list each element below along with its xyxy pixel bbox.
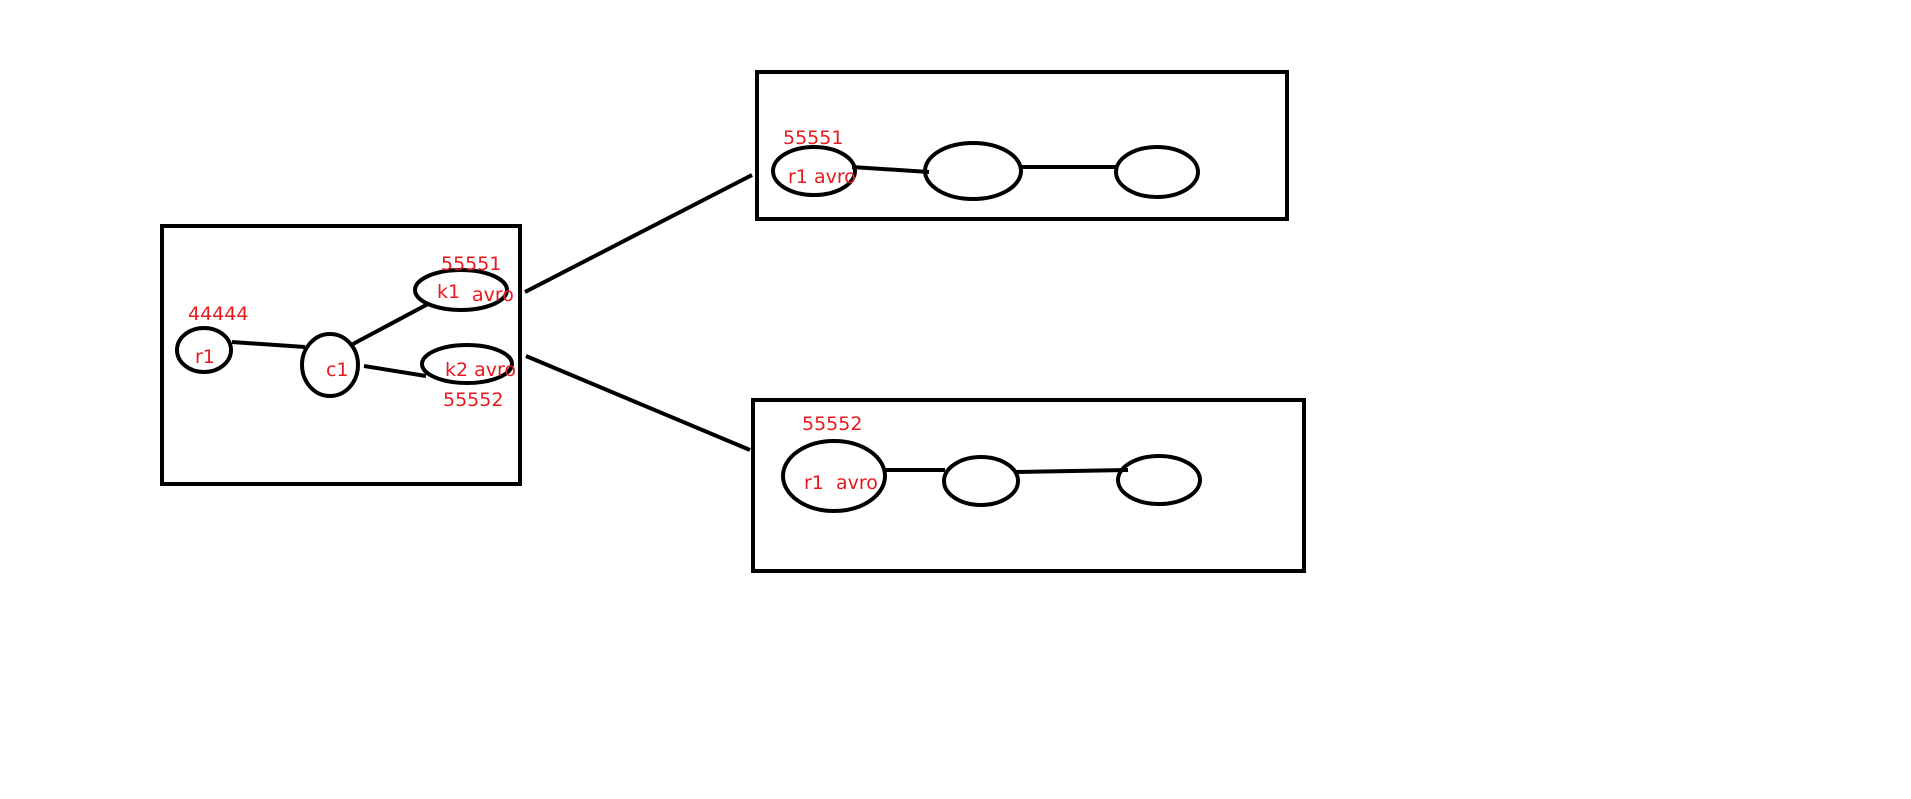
k1-name-label: k1	[437, 281, 460, 303]
k2-name-label: k2 avro	[445, 359, 516, 381]
bottom-agent-box	[751, 398, 1306, 573]
top-source-port-label: 55551	[783, 127, 843, 149]
left-agent-box	[160, 224, 522, 486]
top-edge-1	[851, 165, 930, 174]
connector-to-top-box	[524, 173, 753, 294]
edge-c1-k2	[363, 364, 427, 378]
k1-port-label: 55551	[441, 253, 501, 275]
top-source-name-label: r1 avro	[788, 166, 856, 188]
bottom-edge-2	[1015, 468, 1129, 474]
c1-name-label: c1	[326, 359, 349, 381]
top-node-channel	[923, 141, 1023, 201]
top-node-sink	[1114, 145, 1200, 199]
k2-port-label: 55552	[443, 389, 503, 411]
r1-name-label: r1	[195, 346, 215, 368]
edge-r1-c1	[231, 340, 306, 349]
bottom-node-sink	[1116, 454, 1202, 506]
node-k2	[420, 343, 514, 385]
top-node-source	[771, 145, 857, 197]
node-c1	[300, 332, 360, 398]
bottom-source-name-label: r1 avro	[804, 472, 878, 494]
node-k1	[413, 268, 509, 312]
edge-c1-k1	[352, 302, 429, 346]
bottom-node-channel	[942, 455, 1020, 507]
top-agent-box	[755, 70, 1289, 221]
r1-port-label: 44444	[188, 303, 248, 325]
connector-to-bottom-box	[525, 354, 751, 452]
k1-type-label: avro	[472, 284, 514, 306]
node-r1	[175, 326, 233, 374]
bottom-node-source	[781, 439, 887, 513]
bottom-source-port-label: 55552	[802, 413, 862, 435]
